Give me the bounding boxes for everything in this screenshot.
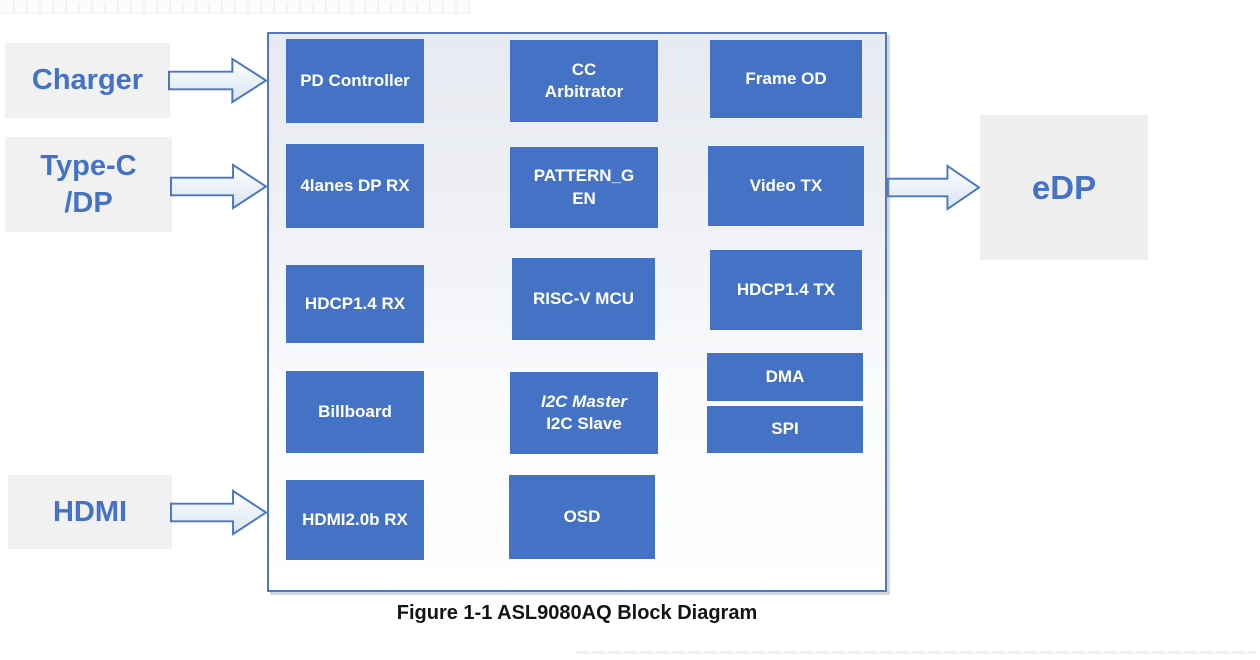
hdmi-label: HDMI [52, 495, 128, 528]
chip-to-edp-arrow-icon [887, 164, 980, 211]
block-frame-od: Frame OD [710, 40, 862, 118]
block-risc-v-mcu: RISC-V MCU [512, 258, 655, 340]
block-osd: OSD [509, 475, 655, 559]
charger-label: Charger [31, 64, 144, 96]
block-video-tx: Video TX [708, 146, 864, 226]
type-c-dp-label: Type-C /DP [40, 150, 137, 219]
figure-caption: Figure 1-1 ASL9080AQ Block Diagram [396, 602, 758, 624]
input-box-type-c-dp: Type-C /DP [5, 137, 172, 232]
block-pattern-gen: PATTERN_G EN [510, 147, 658, 228]
i2c-master-label: I2C Master [541, 391, 627, 411]
block-dma: DMA [707, 353, 863, 401]
type-c-dp-to-chip-arrow-icon [170, 163, 267, 210]
block-cc-arbitrator: CC Arbitrator [510, 40, 658, 122]
block-billboard: Billboard [286, 371, 424, 453]
input-box-hdmi: HDMI [8, 475, 172, 549]
edp-label: eDP [1031, 168, 1097, 206]
block-spi: SPI [707, 406, 863, 453]
hdmi-to-chip-arrow-icon [170, 489, 267, 536]
block-pd-controller: PD Controller [286, 39, 424, 123]
input-box-charger: Charger [5, 43, 170, 118]
i2c-slave-label: I2C Slave [546, 414, 622, 433]
block-hdmi20b-rx: HDMI2.0b RX [286, 480, 424, 560]
scan-artifact-top-strip [1, 1, 471, 14]
block-4lanes-dp-rx: 4lanes DP RX [286, 144, 424, 228]
charger-to-chip-arrow-icon [168, 57, 267, 104]
block-hdcp14-rx: HDCP1.4 RX [286, 265, 424, 343]
output-box-edp: eDP [980, 115, 1148, 260]
block-i2c-master-slave: I2C Master I2C Slave [510, 372, 658, 454]
scan-artifact-bottom-strip [576, 651, 1256, 654]
block-hdcp14-tx: HDCP1.4 TX [710, 250, 862, 330]
